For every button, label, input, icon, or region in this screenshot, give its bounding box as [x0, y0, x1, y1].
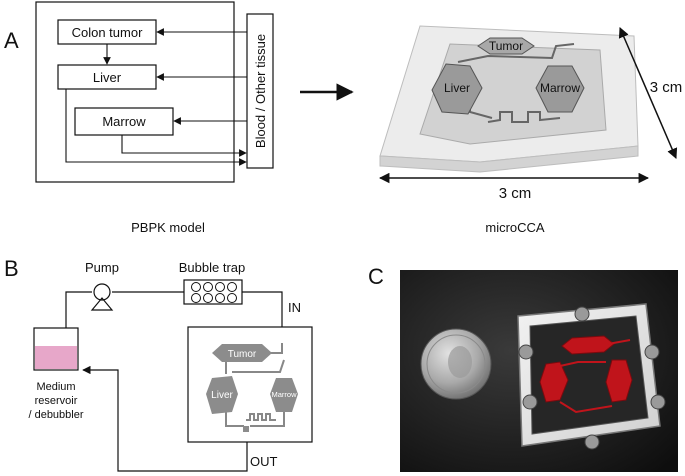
microcca-chip-illustration: Tumor Liver Marrow	[379, 25, 639, 173]
marrow-label: Marrow	[102, 114, 146, 129]
dimension-bottom-label: 3 cm	[499, 185, 532, 202]
flow-chip-channels	[225, 343, 285, 427]
flow-setup-diagram: Pump Bubble trap IN Medium reservoir / d…	[28, 260, 313, 472]
quarter-coin-rim	[426, 334, 486, 394]
chip-tumor-label: Tumor	[489, 39, 523, 53]
quarter-portrait	[448, 346, 472, 378]
pbpk-outer-box	[35, 1, 235, 183]
panel-label-b: B	[4, 256, 19, 281]
pump-icon	[93, 283, 111, 301]
pbpk-model-diagram: Colon tumor Liver Marrow Blood / Other t…	[35, 1, 274, 183]
dimension-arrow-side	[618, 27, 678, 159]
tube-trap-to-chip	[242, 291, 287, 338]
reservoir-label-line2: reservoir	[35, 395, 78, 407]
microcca-caption: microCCA	[485, 220, 545, 235]
panel-label-a: A	[4, 28, 19, 53]
flow-chip-liver-label: Liver	[211, 390, 233, 401]
chip-marrow-label: Marrow	[540, 81, 580, 95]
pump-label: Pump	[85, 260, 119, 275]
device-photo	[400, 270, 678, 472]
marrow-box	[74, 107, 174, 136]
chip-liver-chamber	[431, 63, 483, 115]
liver-box	[57, 64, 157, 90]
bubble-trap-label: Bubble trap	[179, 260, 246, 275]
flow-chip-tumor	[212, 344, 272, 362]
dimension-side-label: 3 cm	[650, 79, 683, 96]
colon-tumor-label: Colon tumor	[72, 25, 143, 40]
flow-chip-liver	[206, 376, 238, 414]
chip-tumor-chamber	[477, 37, 535, 55]
chip-marrow-chamber	[535, 65, 585, 113]
arrow-liver-to-blood	[65, 89, 247, 166]
device-red-channels	[559, 339, 631, 414]
bubble-trap-bubbles	[191, 282, 237, 303]
flow-chip-tumor-label: Tumor	[228, 349, 257, 360]
pbpk-caption: PBPK model	[131, 220, 205, 235]
outlet-label: OUT	[250, 454, 278, 469]
blood-label: Blood / Other tissue	[253, 34, 268, 148]
device-red-chambers	[539, 335, 633, 403]
flow-chip-marrow	[270, 378, 298, 412]
reservoir-medium	[35, 346, 77, 369]
inlet-label: IN	[288, 300, 301, 315]
reservoir-label-line1: Medium	[36, 381, 75, 393]
pump-stand	[90, 297, 114, 311]
chip-liver-label: Liver	[444, 81, 470, 95]
blood-box	[246, 13, 274, 169]
panel-label-c: C	[368, 264, 384, 289]
flow-chip-marrow-label: Marrow	[271, 390, 297, 399]
arrow-marrow-to-blood	[121, 135, 247, 157]
device-screws	[518, 306, 666, 450]
flow-chip-outlet-port	[243, 426, 249, 432]
liver-label: Liver	[93, 70, 122, 85]
reservoir-label-line3: / debubbler	[28, 409, 83, 421]
tube-chip-to-reservoir	[82, 365, 248, 472]
